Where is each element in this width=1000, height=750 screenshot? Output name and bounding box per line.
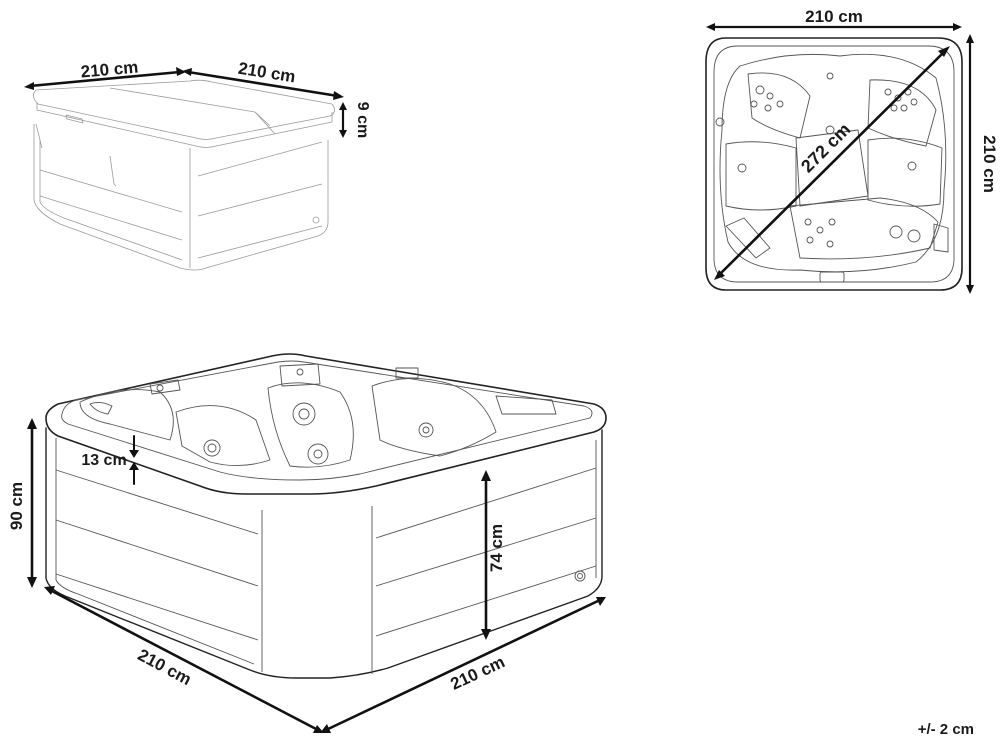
open-width-label: 210 cm	[135, 645, 195, 689]
covered-tub-body	[33, 124, 329, 271]
tolerance-note: +/- 2 cm	[917, 721, 974, 738]
open-tub-rim	[45, 353, 607, 495]
open-height-label: 90 cm	[7, 482, 26, 530]
rim-depth-label: 13 cm	[81, 452, 126, 469]
covered-width-label: 210 cm	[80, 58, 139, 82]
open-tub-body	[45, 427, 603, 679]
inner-depth-label: 74 cm	[487, 524, 506, 572]
top-depth-label: 210 cm	[980, 135, 999, 193]
cover-outline	[33, 79, 335, 140]
cover-thickness-label: 9 cm	[354, 102, 371, 138]
top-view-outer-shell	[705, 37, 963, 291]
top-view: 210 cm 210 cm 272 cm	[705, 7, 999, 294]
open-tub-view: 90 cm 13 cm 74 cm 210 cm 210 cm	[7, 353, 607, 733]
covered-tub-view: 210 cm 210 cm 9 cm	[24, 58, 371, 271]
top-width-label: 210 cm	[805, 7, 863, 26]
